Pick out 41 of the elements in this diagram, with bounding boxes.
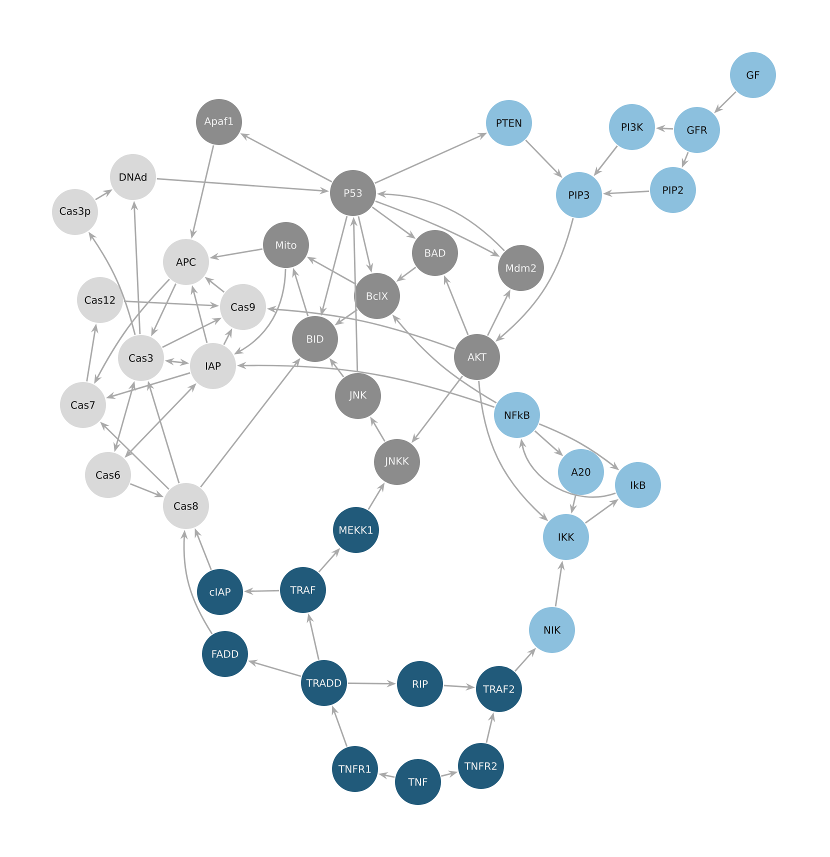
- circle-node: APC: [163, 239, 209, 285]
- circle-node: RIP: [397, 661, 443, 707]
- circle-node: DNAd: [110, 154, 156, 200]
- circle-node: GF: [730, 52, 776, 98]
- circle-node: Cas7: [60, 382, 106, 428]
- circle-node: TNFR2: [458, 743, 504, 789]
- circle-node: Cas9: [220, 284, 266, 330]
- circle-node: IAP: [190, 343, 236, 389]
- circle-node: P53: [330, 170, 376, 216]
- circle-node: JNK: [335, 373, 381, 419]
- circle-node: MEKK1: [333, 507, 379, 553]
- circle-node: PI3K: [609, 104, 655, 150]
- circle-node: BAD: [412, 230, 458, 276]
- circle-node: FADD: [202, 631, 248, 677]
- circle-node: Cas3p: [52, 189, 98, 235]
- circle-node: Cas3: [118, 335, 164, 381]
- circle-node: Cas12: [77, 277, 123, 323]
- circle-node: AKT: [454, 334, 500, 380]
- circle-node: A20: [558, 449, 604, 495]
- circle-node: Apaf1: [196, 99, 242, 145]
- circle-node: cIAP: [197, 569, 243, 615]
- circle-node: BclX: [354, 273, 400, 319]
- circle-node: Mdm2: [498, 245, 544, 291]
- circle-node: TRAF: [280, 567, 326, 613]
- circle-node: NIK: [529, 607, 575, 653]
- circle-node: Mito: [263, 222, 309, 268]
- circle-node: TNF: [395, 759, 441, 805]
- circle-node: IKK: [543, 514, 589, 560]
- circle-node: GFR: [674, 107, 720, 153]
- circle-node: PIP3: [556, 172, 602, 218]
- circle-node: IkB: [615, 462, 661, 508]
- circle-node: NFkB: [494, 392, 540, 438]
- circle-node: TNFR1: [332, 746, 378, 792]
- circle-node: Cas8: [163, 483, 209, 529]
- circle-node: TRAF2: [476, 666, 522, 712]
- circle-node: PIP2: [650, 167, 696, 213]
- circle-node: BID: [292, 316, 338, 362]
- circle-node: PTEN: [486, 100, 532, 146]
- circle-node: JNKK: [374, 439, 420, 485]
- circle-node: TRADD: [301, 660, 347, 706]
- circle-node: Cas6: [85, 452, 131, 498]
